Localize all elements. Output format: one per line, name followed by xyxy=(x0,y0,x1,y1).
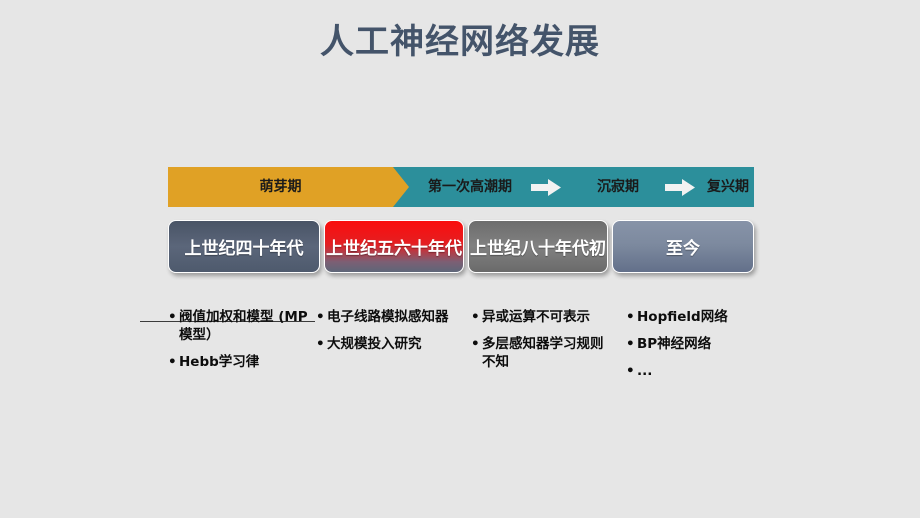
arrow-right-icon xyxy=(531,179,561,196)
era-box-1950s-1960s[interactable]: 上世纪五六十年代 xyxy=(324,220,464,273)
list-item: ... xyxy=(626,362,766,380)
list-item: 阀值加权和模型 (MP模型） xyxy=(168,308,310,344)
list-item: Hebb学习律 xyxy=(168,353,310,371)
timeline-bar: 萌芽期 第一次高潮期 沉寂期 复兴期 xyxy=(168,167,754,207)
detail-column-4: Hopfield网络 BP神经网络 ... xyxy=(626,308,766,390)
list-item: Hopfield网络 xyxy=(626,308,766,326)
era-box-label: 至今 xyxy=(666,239,700,259)
detail-column-2: 电子线路模拟感知器 大规模投入研究 xyxy=(316,308,466,362)
detail-column-1: 阀值加权和模型 (MP模型） Hebb学习律 xyxy=(168,308,310,381)
list-item: 大规模投入研究 xyxy=(316,335,466,353)
era-box-label: 上世纪八十年代初 xyxy=(470,239,606,259)
timeline-stage-label-1: 萌芽期 xyxy=(259,179,302,195)
detail-columns: 阀值加权和模型 (MP模型） Hebb学习律 电子线路模拟感知器 大规模投入研究… xyxy=(168,308,768,418)
era-box-1940s[interactable]: 上世纪四十年代 xyxy=(168,220,320,273)
era-box-label: 上世纪四十年代 xyxy=(184,239,304,259)
page-title: 人工神经网络发展 xyxy=(320,22,600,62)
list-item: BP神经网络 xyxy=(626,335,766,353)
era-box-early-1980s[interactable]: 上世纪八十年代初 xyxy=(468,220,608,273)
list-item: 异或运算不可表示 xyxy=(471,308,606,326)
era-box-present[interactable]: 至今 xyxy=(612,220,754,273)
era-box-label: 上世纪五六十年代 xyxy=(326,239,462,259)
list-item: 电子线路模拟感知器 xyxy=(316,308,466,326)
timeline-stage-label-3: 沉寂期 xyxy=(597,179,639,195)
timeline-segment-stage-1[interactable] xyxy=(168,167,393,207)
timeline-stage-label-4: 复兴期 xyxy=(707,179,749,195)
list-item: 多层感知器学习规则不知 xyxy=(471,335,606,371)
detail-column-3: 异或运算不可表示 多层感知器学习规则不知 xyxy=(471,308,606,381)
timeline-stage-label-2: 第一次高潮期 xyxy=(428,179,512,195)
era-box-row: 上世纪四十年代 上世纪五六十年代 上世纪八十年代初 至今 xyxy=(168,220,754,275)
arrow-right-icon xyxy=(665,179,695,196)
timeline-chevron-point-icon xyxy=(393,167,409,207)
